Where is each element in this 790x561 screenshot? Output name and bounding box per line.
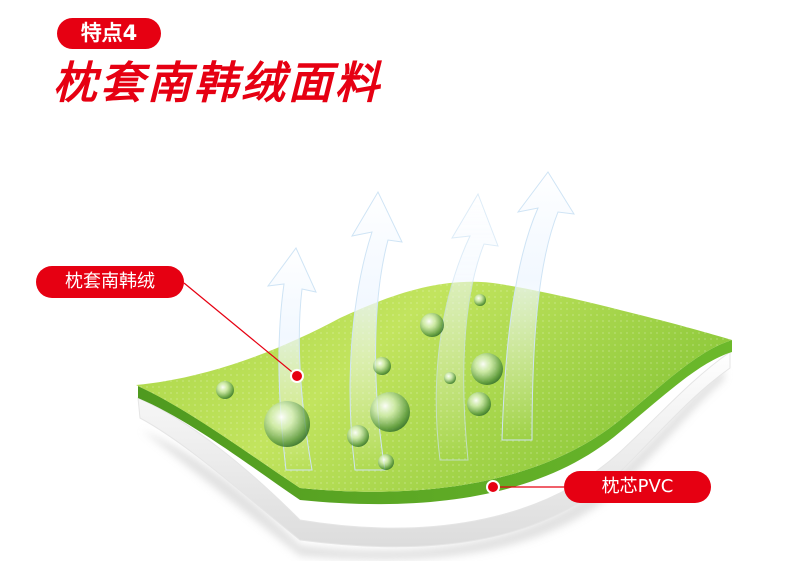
callout-line-fabric	[183, 282, 298, 377]
label-fabric: 枕套南韩绒	[36, 266, 184, 298]
feature-badge: 特点4	[57, 18, 161, 49]
airflow-arrow-icon	[501, 171, 575, 441]
water-droplet-icon	[467, 392, 491, 416]
water-droplet-icon	[474, 294, 486, 306]
water-droplet-icon	[420, 313, 444, 337]
airflow-arrow-icon	[349, 190, 403, 471]
water-droplet-icon	[471, 353, 503, 385]
water-droplet-icon	[373, 357, 391, 375]
water-droplet-icon	[370, 392, 410, 432]
page-title: 枕套南韩绒面料	[53, 58, 382, 109]
airflow-arrows	[266, 171, 575, 471]
water-droplet-icon	[378, 454, 394, 470]
water-droplet-icon	[444, 372, 456, 384]
label-core: 枕芯PVC	[564, 471, 711, 503]
water-droplet-icon	[216, 381, 234, 399]
water-droplet-icon	[264, 401, 310, 447]
water-droplets	[216, 294, 503, 470]
pointer-dot-icon	[486, 480, 500, 494]
water-droplet-icon	[347, 425, 369, 447]
pointer-dot-icon	[290, 369, 304, 383]
core-shadow	[142, 368, 724, 560]
airflow-arrow-icon	[435, 192, 499, 461]
